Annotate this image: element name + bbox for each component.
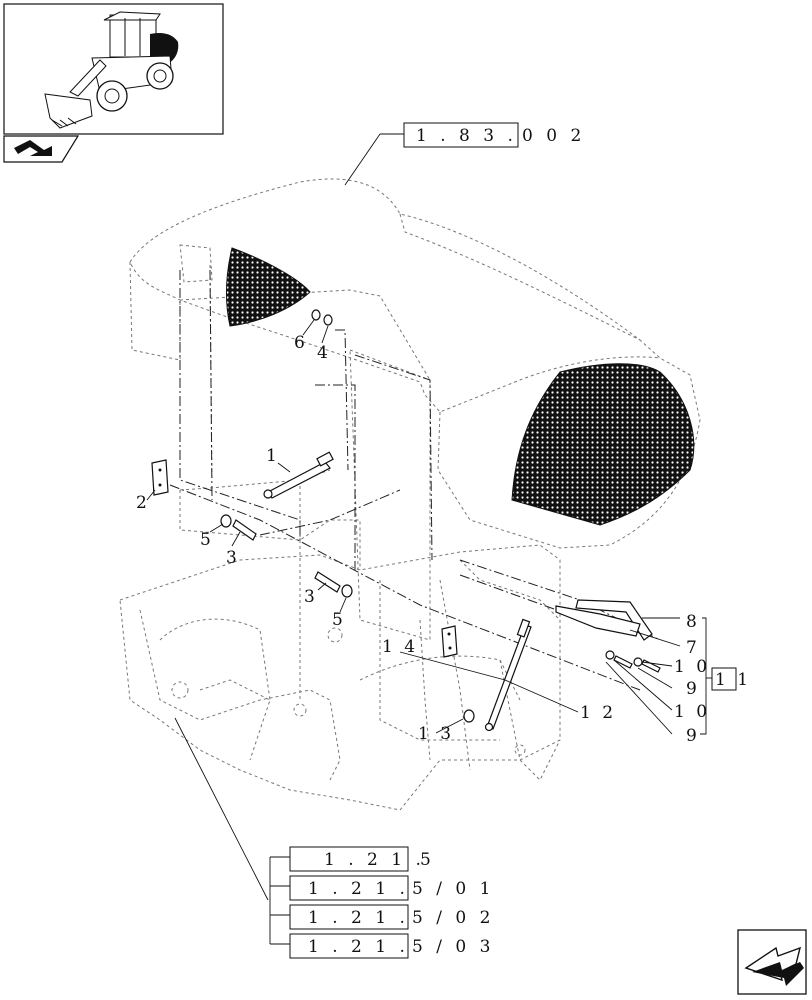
gas-strut-upper xyxy=(263,451,334,499)
loader-thumbnail-icon xyxy=(44,11,179,129)
reference-link-2[interactable]: 1 . 2 1 . 5 / 0 1 xyxy=(289,875,494,901)
reference-link-4[interactable]: 1 . 2 1 . 5 / 0 3 xyxy=(289,933,494,959)
next-arrow-button[interactable] xyxy=(737,929,807,995)
label-part-10a: 1 0 xyxy=(674,657,710,677)
handle-8-7 xyxy=(555,599,653,641)
washer-13 xyxy=(463,709,475,723)
reference-suffix-4: 5 / 0 3 xyxy=(412,937,494,957)
bracket-part-2 xyxy=(151,459,169,496)
label-part-8: 8 xyxy=(686,612,700,632)
bolt-and-washer-upper xyxy=(220,514,257,541)
back-arrow-button[interactable] xyxy=(3,135,80,163)
reference-main-2: 1 . 2 1 . xyxy=(308,879,409,899)
label-part-2: 2 xyxy=(136,493,150,513)
label-part-10b: 1 0 xyxy=(674,702,710,722)
leader-lines xyxy=(146,133,712,945)
reference-suffix-3: 5 / 0 2 xyxy=(412,908,494,928)
label-part-13: 1 3 xyxy=(418,724,454,744)
label-part-9b: 9 xyxy=(686,726,700,746)
gas-strut-12 xyxy=(484,618,532,732)
label-part-6: 6 xyxy=(294,333,308,353)
label-part-5b: 5 xyxy=(332,610,346,630)
cab-housing-outline xyxy=(119,178,701,811)
label-part-5a: 5 xyxy=(200,530,214,550)
label-part-11-box xyxy=(711,667,737,691)
top-reference-main: 1 . 8 3 . xyxy=(416,126,517,146)
bolts-9-10 xyxy=(605,650,661,673)
label-part-3b: 3 xyxy=(304,587,318,607)
nut-and-washer-6-4 xyxy=(311,309,333,326)
part-labels: 1 2 3 3 4 5 5 6 7 8 9 9 1 0 1 0 1 1 1 2 … xyxy=(136,333,751,746)
reference-suffix-1: 5 xyxy=(420,850,435,870)
label-part-14: 1 4 xyxy=(382,637,418,657)
reference-link-3[interactable]: 1 . 2 1 . 5 / 0 2 xyxy=(289,904,494,930)
label-part-12: 1 2 xyxy=(580,703,616,723)
reference-main-4: 1 . 2 1 . xyxy=(308,937,409,957)
reference-suffix-2: 5 / 0 1 xyxy=(412,879,494,899)
reference-link-1[interactable]: 1 . 2 1 . 5 xyxy=(289,846,435,872)
bottom-reference-links: 1 . 2 1 . 5 1 . 2 1 . 5 / 0 1 1 . 2 1 . … xyxy=(289,846,494,959)
label-part-3a: 3 xyxy=(226,548,240,568)
label-part-7: 7 xyxy=(686,638,700,658)
bracket-part-14 xyxy=(441,625,458,658)
label-part-1: 1 xyxy=(266,446,280,466)
label-part-11: 1 1 xyxy=(715,670,751,690)
top-reference-link[interactable]: 1 . 8 3 . 0 0 2 xyxy=(403,122,585,148)
front-mesh-panel xyxy=(225,247,311,327)
label-part-4: 4 xyxy=(317,343,331,363)
label-part-9a: 9 xyxy=(686,679,700,699)
back-arrow-icon xyxy=(14,140,52,156)
bolt-and-washer-lower xyxy=(314,571,353,598)
reference-main-1: 1 . 2 1 . xyxy=(324,850,425,870)
reference-main-3: 1 . 2 1 . xyxy=(308,908,409,928)
rear-mesh-panel xyxy=(511,363,695,526)
next-arrow-icon xyxy=(744,946,804,986)
thumbnail-panel[interactable] xyxy=(3,3,224,135)
top-reference-suffix: 0 0 2 xyxy=(522,126,585,146)
